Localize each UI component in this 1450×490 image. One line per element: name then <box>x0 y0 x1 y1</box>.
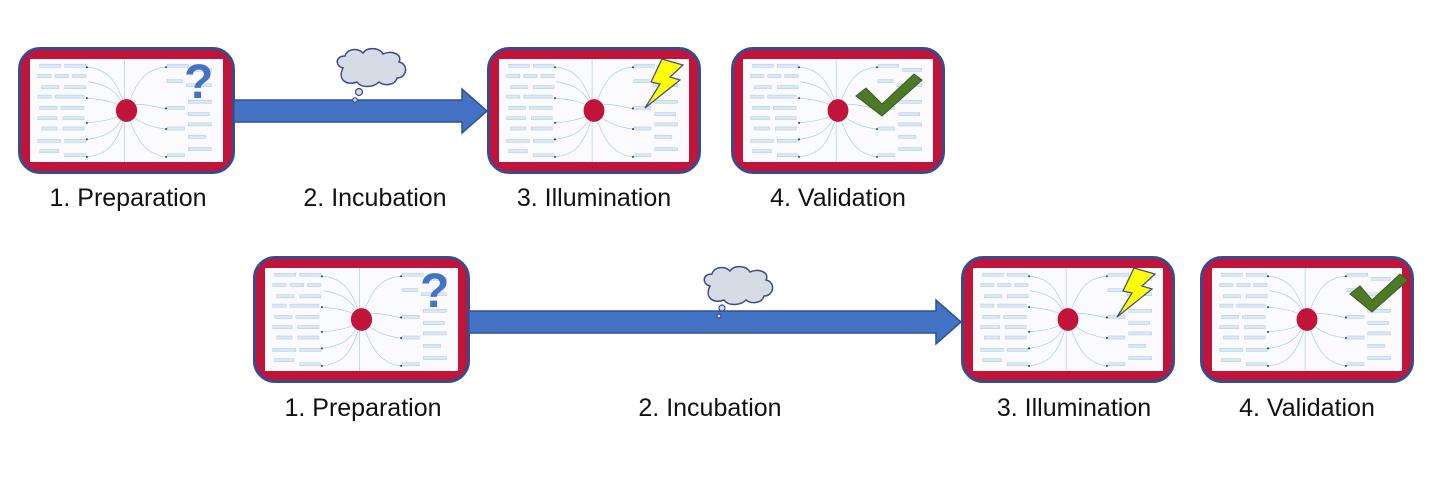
flow-arrow <box>233 87 489 135</box>
thought-cloud-icon <box>336 47 407 103</box>
checkmark-icon <box>1349 273 1409 313</box>
stage-label-incubation: 2. Incubation <box>638 394 782 422</box>
lightning-bolt-icon <box>1116 267 1157 318</box>
flow-arrow <box>468 298 963 346</box>
stage-label-illumination: 3. Illumination <box>516 184 672 212</box>
stage-label-incubation: 2. Incubation <box>303 184 447 212</box>
mind-map-card <box>731 47 945 174</box>
mind-map-card <box>18 47 235 174</box>
stage-label-validation: 4. Validation <box>770 184 906 212</box>
question-mark-icon: ? <box>184 56 213 109</box>
question-mark-icon: ? <box>420 265 449 318</box>
mind-map-thumbnail <box>265 268 458 371</box>
stage-label-validation: 4. Validation <box>1239 394 1375 422</box>
mind-map-card <box>253 256 470 383</box>
stage-label-preparation: 1. Preparation <box>284 394 442 422</box>
thought-cloud-icon <box>703 265 774 319</box>
lightning-bolt-icon <box>644 58 685 109</box>
mind-map-card <box>1200 256 1414 383</box>
mind-map-thumbnail <box>1212 268 1402 371</box>
stage-label-preparation: 1. Preparation <box>49 184 207 212</box>
mind-map-thumbnail <box>30 59 223 162</box>
mind-map-thumbnail <box>743 59 933 162</box>
checkmark-icon <box>855 73 923 117</box>
stage-label-illumination: 3. Illumination <box>996 394 1152 422</box>
